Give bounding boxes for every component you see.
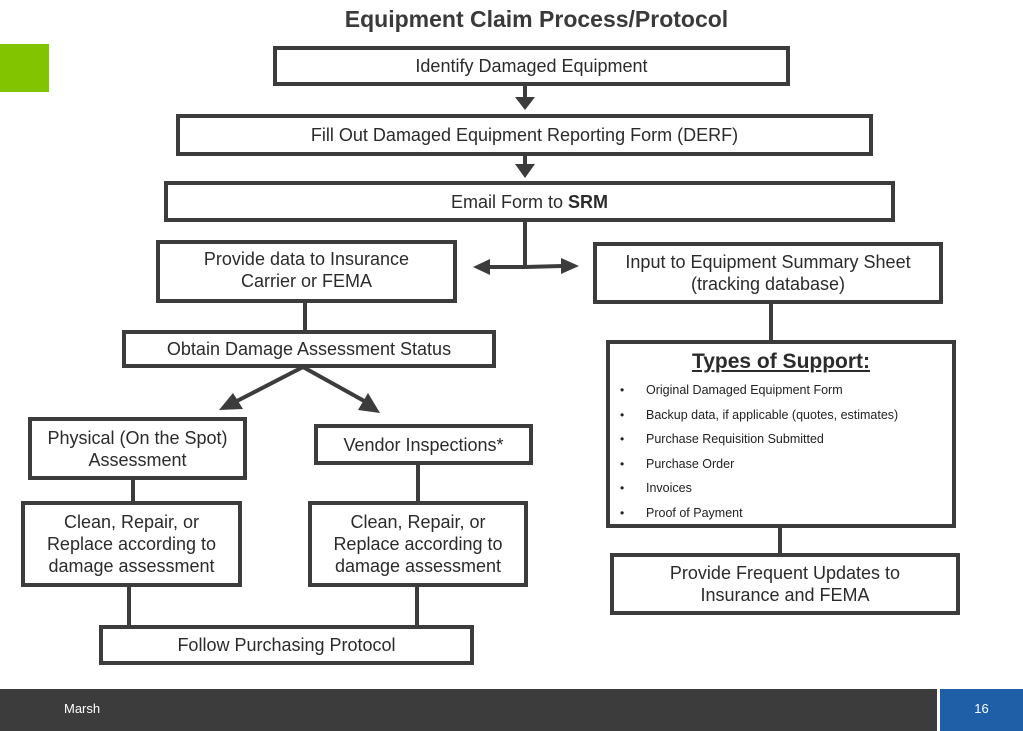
list-item: • Purchase Order [620,456,952,481]
support-item-label: Backup data, if applicable (quotes, esti… [646,407,899,422]
step-label: Identify Damaged Equipment [415,56,648,76]
step-label: Input to Equipment Summary Sheet [625,252,911,272]
list-item: • Proof of Payment [620,505,952,530]
support-item-label: Purchase Order [646,456,735,471]
bullet-icon: • [620,432,625,446]
arrowhead-left-icon [473,259,490,275]
step-label: Carrier or FEMA [240,271,372,291]
page-number: 16 [974,701,989,716]
bullet-icon: • [620,383,625,397]
fill-out-derf-box: Fill Out Damaged Equipment Reporting For… [176,114,873,156]
arrowhead-down-icon [515,164,535,178]
connector-obtain-vendor [302,365,367,404]
connector-obtain-physical [234,365,304,404]
email-form-box: Email Form to SRM [164,181,895,222]
step-label: Clean, Repair, or [63,512,200,532]
connector-branch-right [524,264,563,269]
step-label: Replace according to [46,534,217,554]
step-label: Obtain Damage Assessment Status [166,339,452,359]
support-item-label: Invoices [646,481,692,495]
step-label: Follow Purchasing Protocol [177,635,396,655]
step-label: Provide data to Insurance [203,249,410,269]
step-label: (tracking database) [690,274,846,294]
clean-repair-left-box: Clean, Repair, or Replace according to d… [21,501,242,587]
provide-updates-box: Provide Frequent Updates to Insurance an… [610,553,960,615]
email-recipient: SRM [568,191,609,212]
support-item-label: Original Damaged Equipment Form [646,383,843,397]
input-summary-sheet-box: Input to Equipment Summary Sheet (tracki… [593,242,943,304]
step-label: damage assessment [334,556,502,576]
company-name: Marsh [64,701,101,716]
step-label: Assessment [88,449,187,470]
support-heading: Types of Support: [691,350,871,373]
support-list: • Original Damaged Equipment Form • Backup… [610,382,952,529]
physical-assessment-box: Physical (On the Spot) Assessment [28,417,247,480]
accent-block [0,44,49,92]
footer-bar: Marsh [0,689,937,731]
obtain-assessment-status-box: Obtain Damage Assessment Status [122,330,496,368]
step-label: Physical (On the Spot) [47,427,228,448]
list-item: • Backup data, if applicable (quotes, est… [620,407,952,432]
clean-repair-right-box: Clean, Repair, or Replace according to d… [308,501,528,587]
step-label: Fill Out Damaged Equipment Reporting For… [310,125,739,145]
arrowhead-down-right-icon [358,393,380,413]
list-item: • Purchase Requisition Submitted [620,431,952,456]
step-label: Replace according to [333,534,503,554]
bullet-icon: • [620,505,625,520]
support-item-label: Proof of Payment [646,505,743,520]
list-item: • Invoices [620,480,952,505]
bullet-icon: • [620,481,625,495]
step-label: Email Form to SRM [451,191,608,213]
step-label: Insurance and FEMA [700,585,870,605]
step-label: damage assessment [48,556,215,576]
email-prefix: Email Form to [450,191,569,212]
flow-connectors [127,85,782,627]
step-label: Vendor Inspections* [343,434,504,455]
page-title: Equipment Claim Process/Protocol [344,6,729,32]
bullet-icon: • [620,407,625,422]
bullet-icon: • [620,456,625,471]
step-label: Clean, Repair, or [350,512,486,532]
provide-data-box: Provide data to Insurance Carrier or FEM… [156,240,457,303]
support-item-label: Purchase Requisition Submitted [646,432,824,446]
list-item: • Original Damaged Equipment Form [620,382,952,407]
types-of-support-box: Types of Support: • Original Damaged Equi… [606,340,956,528]
step-label: Provide Frequent Updates to [669,563,901,583]
identify-damaged-equipment-box: Identify Damaged Equipment [273,46,790,86]
vendor-inspections-box: Vendor Inspections* [314,424,533,465]
arrowhead-down-left-icon [219,393,243,410]
page-number-badge: 16 [940,689,1023,731]
arrowhead-down-icon [515,97,535,110]
follow-purchasing-protocol-box: Follow Purchasing Protocol [99,625,474,665]
arrowhead-right-icon [561,258,579,274]
